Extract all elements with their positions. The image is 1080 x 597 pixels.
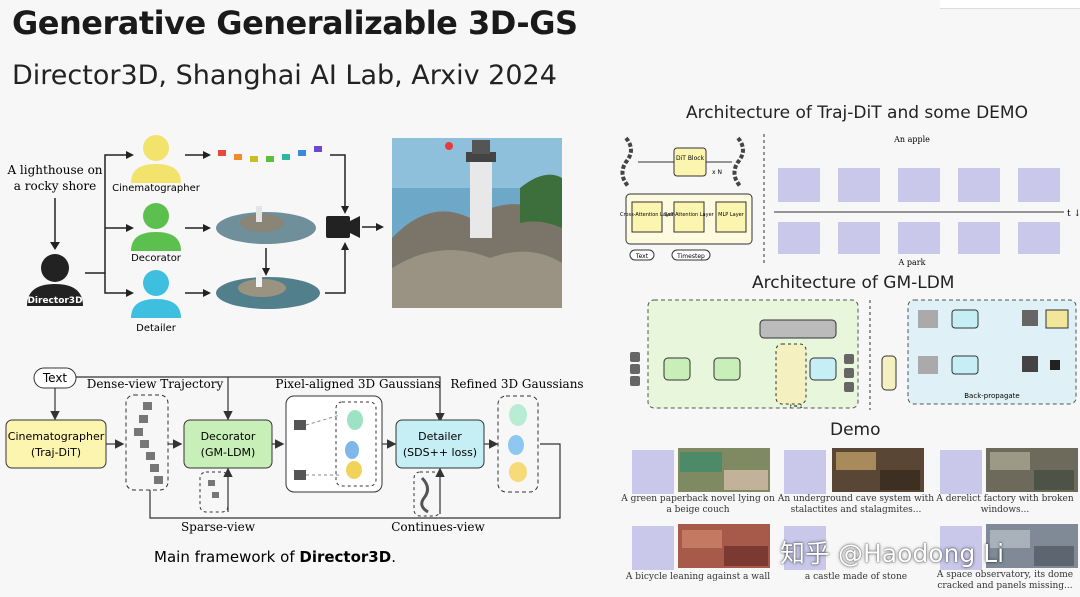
rendered-lighthouse-image [392, 138, 562, 308]
prompt-line1: A lighthouse on [6, 163, 102, 177]
continues-view-box [413, 471, 441, 517]
demo-heading: Demo [830, 420, 881, 440]
t-label: t = 1 [790, 404, 803, 410]
camera-icon [326, 216, 360, 238]
cine-box-line2: (Traj-DiT) [31, 446, 81, 459]
dit-block [673, 147, 707, 177]
sparse-view-box [199, 471, 229, 513]
layer-cross: Cross-Attention Layer [620, 212, 675, 218]
coarse-gaussians [216, 206, 316, 244]
dit-xn: x N [712, 169, 722, 176]
latent-stack [630, 352, 640, 386]
layer-mlp: MLP Layer [718, 212, 745, 218]
pipeline-figure: A lighthouse on a rocky shore Director3D… [6, 135, 562, 334]
input-timestep: Timestep [676, 253, 705, 260]
gmldm-diffusion-box [647, 299, 859, 409]
detailer-avatar [131, 270, 181, 318]
framework-figure: Text Dense-view Trajectory Pixel-aligned… [5, 367, 584, 566]
detailer-box [395, 419, 485, 469]
role-cinematographer: Cinematographer [112, 183, 201, 194]
trajdit-figure: DiT Block x N Cross-Attention Layer Self… [620, 134, 1080, 267]
slide-title: Generative Generalizable 3D-GS [12, 4, 578, 42]
demo-caption-1: A green paperback novel lying on a beige… [621, 494, 775, 515]
cine-box-line1: Cinematographer [8, 430, 105, 443]
input-text: Text [635, 253, 649, 260]
slide-subtitle: Director3D, Shanghai AI Lab, Arxiv 2024 [12, 60, 557, 91]
dit-block-label: DiT Block [676, 155, 705, 162]
dense-trajectory-box [125, 394, 169, 491]
demo-caption-4: A bicycle leaning against a wall [625, 572, 771, 582]
gmldm-figure: Back-propagate t = 1 [630, 299, 1077, 410]
demo-bottom-label: A park [898, 258, 926, 267]
demo-caption-3: A derelict factory with broken windows..… [936, 494, 1074, 515]
label-refined: Refined 3D Gaussians [450, 377, 583, 391]
deco-box-line2: (GM-LDM) [201, 446, 256, 459]
corner-box [940, 0, 1080, 9]
director-label: Director3D [27, 296, 82, 306]
director-avatar [27, 254, 83, 306]
framework-caption: Main framework of Director3D. [154, 548, 396, 566]
zhihu-watermark: 知乎 @Haodong Li [780, 539, 1005, 568]
det-box-line2: (SDS++ loss) [403, 446, 477, 459]
prompt-line2: a rocky shore [14, 179, 96, 193]
decorator-avatar [131, 203, 181, 251]
text-input-label: Text [42, 371, 68, 385]
det-box-line1: Detailer [418, 430, 462, 443]
role-detailer: Detailer [136, 323, 177, 334]
deco-box-line1: Decorator [201, 430, 256, 443]
demo-top-label: An apple [893, 135, 930, 144]
layer-self: Self-Attention Layer [664, 212, 714, 218]
refined-gaussians [216, 271, 320, 309]
cinematographer-box [5, 419, 107, 469]
park-demo-row [778, 222, 1060, 254]
demo-thumbnails [632, 448, 1078, 570]
decorator-box [183, 419, 273, 469]
backprop-label: Back-propagate [964, 392, 1020, 400]
label-pixel: Pixel-aligned 3D Gaussians [275, 377, 440, 391]
camera-trajectory [218, 146, 322, 162]
demo-caption-2: An underground cave system with stalacti… [777, 494, 935, 515]
demo-caption-6: A space observatory, its dome cracked an… [936, 570, 1074, 591]
demo-caption-5: a castle made of stone [804, 572, 908, 582]
cinematographer-avatar [131, 135, 181, 183]
gmldm-heading: Architecture of GM-LDM [752, 273, 955, 293]
label-dense: Dense-view Trajectory [87, 377, 224, 391]
refined-gaussians-box [497, 395, 539, 493]
trajdit-heading: Architecture of Traj-DiT and some DEMO [686, 103, 1028, 123]
label-sparse: Sparse-view [181, 520, 256, 534]
time-label: t ↓ [1067, 209, 1080, 219]
role-decorator: Decorator [131, 253, 182, 264]
label-continues: Continues-view [391, 520, 485, 534]
dense-cameras [134, 402, 163, 484]
apple-demo-row [778, 168, 1060, 202]
